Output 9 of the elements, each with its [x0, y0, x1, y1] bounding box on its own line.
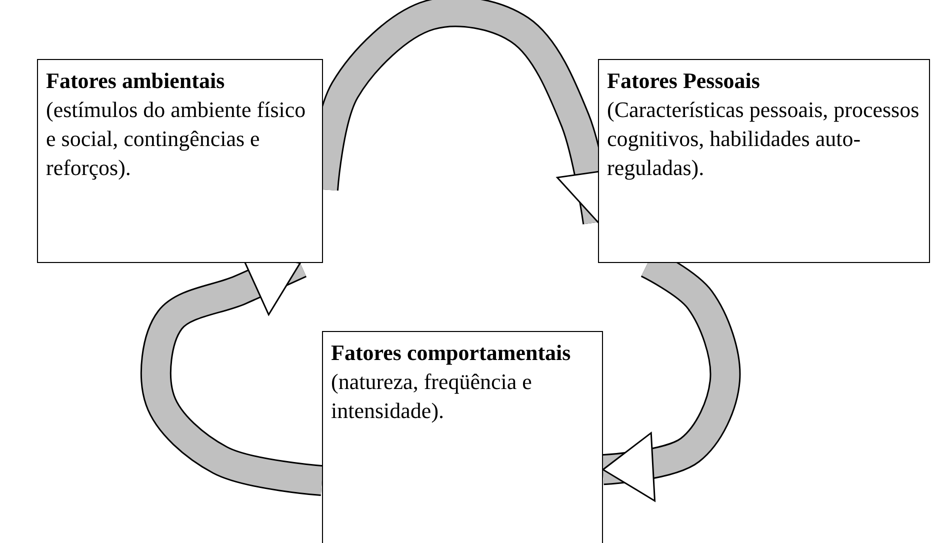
box-description: (Características pessoais, processos cognitivos, habilidades auto-reguladas).: [607, 96, 920, 182]
box-heading: Fatores comportamentais: [331, 339, 572, 367]
box-heading: Fatores ambientais: [46, 67, 226, 95]
text-box: [322, 331, 603, 543]
box-heading: Fatores Pessoais: [607, 67, 761, 95]
text-box: [37, 59, 323, 263]
box-description: (natureza, freqüência e intensidade).: [331, 368, 533, 425]
box-description: (estímulos do ambiente físico e social, contingências e reforços).: [46, 96, 307, 182]
text-box: [598, 59, 930, 263]
